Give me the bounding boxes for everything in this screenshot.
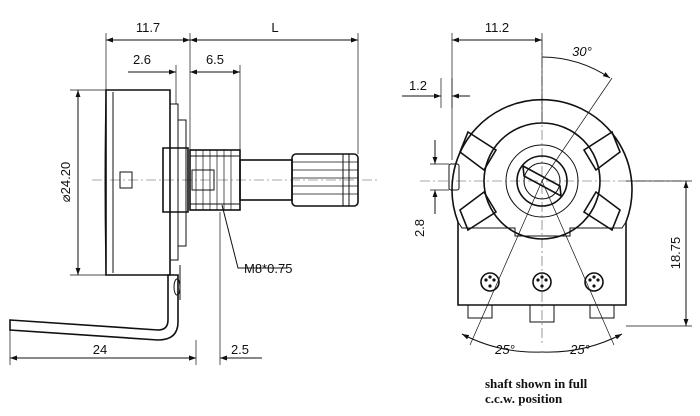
front-view: 11.2 30° 1.2 2.8 18.75 25° 25° bbox=[402, 20, 692, 357]
pot-body bbox=[104, 89, 189, 300]
dim-thread: M8*0.75 bbox=[244, 261, 292, 276]
dim-width: 11.2 bbox=[485, 20, 509, 35]
angle-left: 25° bbox=[494, 342, 515, 357]
dim-terminal-length: 24 bbox=[93, 342, 107, 357]
front-body bbox=[448, 98, 633, 323]
terminal-lead bbox=[9, 274, 179, 341]
shaft-note: shaft shown in full c.c.w. position bbox=[485, 376, 588, 406]
dim-tab: 2.8 bbox=[412, 219, 427, 237]
dim-body-width: 11.7 bbox=[136, 20, 160, 35]
dim-flange: 2.6 bbox=[133, 52, 151, 67]
shaft bbox=[239, 153, 359, 207]
angle-top: 30° bbox=[572, 44, 592, 59]
dim-lug: 1.2 bbox=[409, 78, 427, 93]
dim-terminal-offset: 2.5 bbox=[231, 342, 249, 357]
terminal-pins bbox=[480, 272, 604, 292]
dim-height: 18.75 bbox=[668, 237, 683, 270]
dim-diameter: ⌀24.20 bbox=[58, 162, 73, 202]
dim-bushing: 6.5 bbox=[206, 52, 224, 67]
side-view: 11.7 L 2.6 6.5 ⌀24.20 M8*0.75 24 2.5 bbox=[9, 20, 378, 365]
dim-length: L bbox=[271, 20, 278, 35]
shaft-face bbox=[483, 122, 601, 240]
angle-right: 25° bbox=[569, 342, 590, 357]
note-line-1: shaft shown in full bbox=[485, 376, 588, 391]
note-line-2: c.c.w. position bbox=[485, 391, 563, 406]
